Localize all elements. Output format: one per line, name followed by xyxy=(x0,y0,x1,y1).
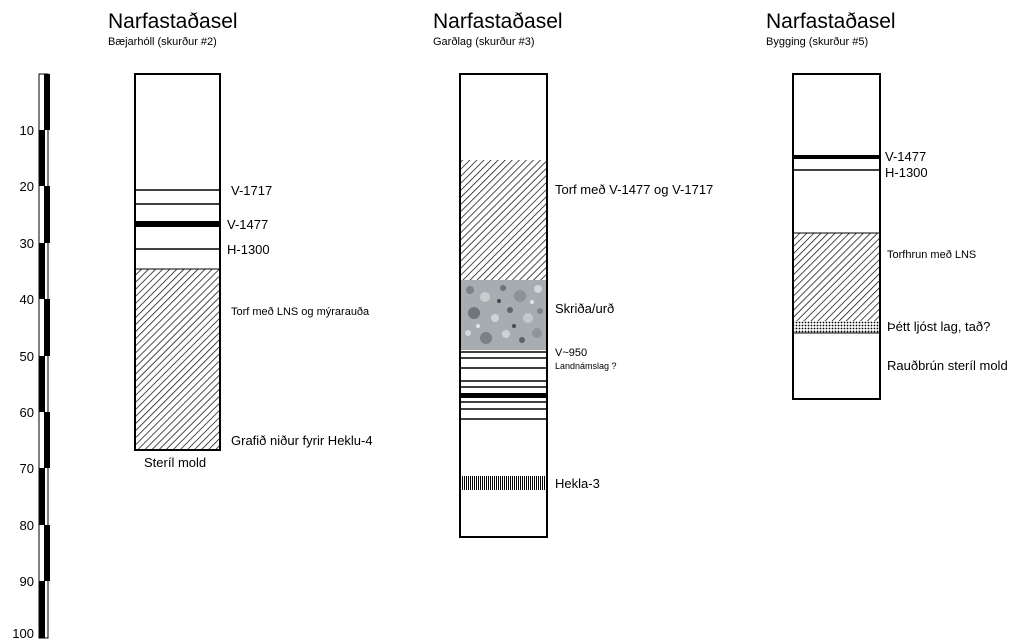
column-3-title: Narfastaðasel xyxy=(766,10,896,33)
label-skrida-urd: Skriða/urð xyxy=(555,301,615,316)
column-1-subtitle: Bæjarhóll (skurður #2) xyxy=(108,36,217,48)
depth-scale-bar xyxy=(38,73,50,639)
column-1-title: Narfastaðasel xyxy=(108,10,238,33)
scale-label-10: 10 xyxy=(19,123,34,138)
rubble-stones xyxy=(465,285,543,344)
label-h-1300: H-1300 xyxy=(227,242,270,257)
label-hekla-3: Hekla-3 xyxy=(555,476,600,491)
scale-label-30: 30 xyxy=(19,236,34,251)
scale-label-60: 60 xyxy=(19,405,34,420)
label-v-1477: V-1477 xyxy=(227,217,269,232)
label-torfhrun-lns: Torfhrun með LNS xyxy=(887,249,977,261)
scale-label-20: 20 xyxy=(19,179,34,194)
column-2-subtitle: Garðlag (skurður #3) xyxy=(433,36,535,48)
column-gardlag xyxy=(459,73,548,538)
label-thett-ljost-lag: Þétt ljóst lag, tað? xyxy=(887,319,991,334)
column-bygging xyxy=(792,73,881,400)
label-grafid-nidur: Grafið niður fyrir Heklu-4 xyxy=(231,433,373,448)
label-torf-lns-myrarauda: Torf með LNS og mýrarauða xyxy=(231,306,370,318)
label-v-950: V~950 xyxy=(555,347,588,359)
label-raudbrun-steril-mold: Rauðbrún steríl mold xyxy=(887,358,1008,373)
scale-label-50: 50 xyxy=(19,349,34,364)
scale-label-80: 80 xyxy=(19,518,34,533)
scale-label-90: 90 xyxy=(19,574,34,589)
scale-label-70: 70 xyxy=(19,461,34,476)
label-torf-v1477-v1717: Torf með V-1477 og V-1717 xyxy=(555,182,714,197)
column-3-subtitle: Bygging (skurður #5) xyxy=(766,36,869,48)
label-steril-mold: Steríl mold xyxy=(144,455,207,470)
label-v-1477-col3: V-1477 xyxy=(885,149,927,164)
scale-label-100: 100 xyxy=(12,626,34,641)
column-2-title: Narfastaðasel xyxy=(433,10,563,33)
label-h-1300-col3: H-1300 xyxy=(885,165,928,180)
label-landnamslag: Landnámslag ? xyxy=(555,361,617,371)
column-baejarholl xyxy=(134,73,221,451)
label-v-1717: V-1717 xyxy=(231,183,273,198)
scale-label-40: 40 xyxy=(19,292,34,307)
